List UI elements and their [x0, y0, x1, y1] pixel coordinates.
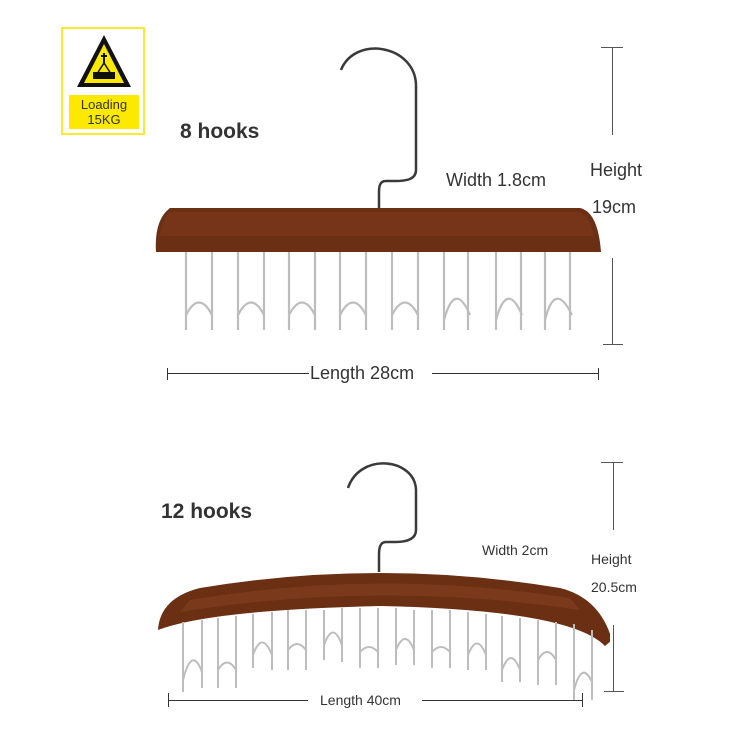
height-label-12-hooks: Height [591, 551, 632, 567]
height-dimension-line-top-2 [613, 462, 614, 530]
width-label-12-hooks: Width 2cm [482, 542, 549, 558]
length-dimension-right-cap [598, 368, 599, 380]
height-dimension-line-bottom [612, 258, 613, 345]
length-dimension-line-right [432, 373, 598, 374]
hanging-load-warning-icon [77, 35, 131, 87]
length-label-8-hooks: Length 28cm [310, 363, 415, 383]
height-dimension-top-cap-2 [601, 462, 623, 463]
height-dimension-line-top [612, 47, 613, 135]
length-dimension-line-left-2 [168, 700, 308, 701]
height-dimension-bottom-cap-2 [604, 691, 624, 692]
height-label-8-hooks: Height [590, 160, 643, 180]
height-dimension-line-bottom-2 [613, 625, 614, 692]
length-dimension-right-cap-2 [582, 693, 583, 707]
height-dimension-bottom-cap [603, 344, 623, 345]
loading-text: Loading [80, 97, 128, 112]
load-value-text: 15KG [87, 112, 121, 127]
product-title-12-hooks: 12 hooks [161, 500, 253, 523]
hanger-8-hooks-image [155, 47, 601, 330]
length-dimension-line-left [167, 373, 309, 374]
length-label-12-hooks: Length 40cm [320, 692, 401, 708]
product-title-8-hooks: 8 hooks [180, 120, 260, 143]
width-label-8-hooks: Width 1.8cm [446, 170, 547, 190]
height-value-12-hooks: 20.5cm [591, 579, 637, 595]
height-value-8-hooks: 19cm [592, 197, 637, 217]
loading-warning-sign: Loading 15KG [61, 27, 145, 135]
load-capacity-label: Loading 15KG [69, 95, 139, 129]
hanger-12-hooks-image [158, 462, 610, 700]
length-dimension-left-cap [167, 368, 168, 380]
length-dimension-line-right-2 [422, 700, 582, 701]
